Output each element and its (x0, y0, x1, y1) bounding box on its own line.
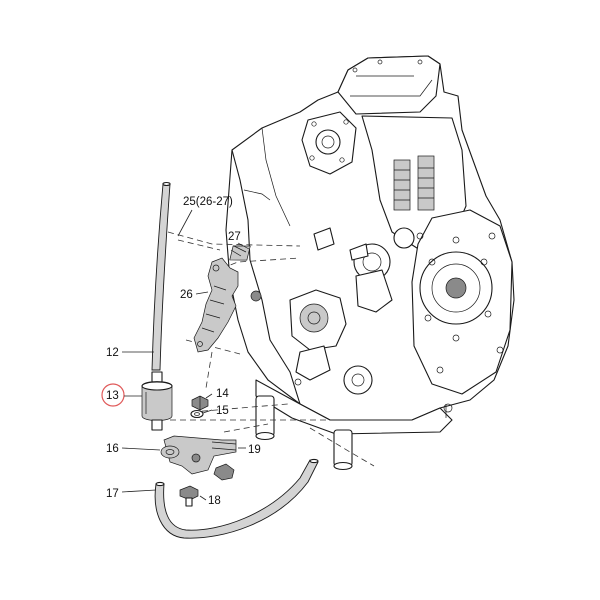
hose-clamp-part-16 (160, 445, 180, 459)
assembly-guide-lines (167, 231, 375, 467)
fuel-filter-part-13 (141, 371, 173, 431)
callout-27: 27 (228, 231, 241, 243)
callout-19: 19 (248, 444, 261, 456)
highlight-circle-13 (101, 383, 125, 407)
engine-block (225, 55, 515, 471)
callout-17: 17 (106, 488, 119, 500)
callout-14: 14 (216, 388, 229, 400)
callout-18: 18 (208, 495, 221, 507)
bolt-part-14 (191, 395, 209, 411)
fuel-hose-upper-part-12 (151, 181, 171, 371)
callout-16: 16 (106, 443, 119, 455)
mounting-plate-part-26 (193, 257, 239, 353)
callout-13: 13 (106, 390, 119, 402)
nut-part-19b (213, 463, 235, 481)
callout-25: 25(26-27) (183, 196, 233, 208)
fuel-hose-lower-part-17 (154, 458, 319, 539)
callouts: 25(26-27) 27 26 12 13 14 15 16 19 17 18 (101, 196, 261, 507)
spring-part-27 (229, 242, 251, 261)
callout-26: 26 (180, 289, 193, 301)
bolt-part-18 (179, 485, 199, 507)
washer-part-15 (190, 409, 204, 419)
callout-12: 12 (106, 347, 119, 359)
filter-bracket-part-19 (163, 435, 237, 475)
callout-15: 15 (216, 405, 229, 417)
